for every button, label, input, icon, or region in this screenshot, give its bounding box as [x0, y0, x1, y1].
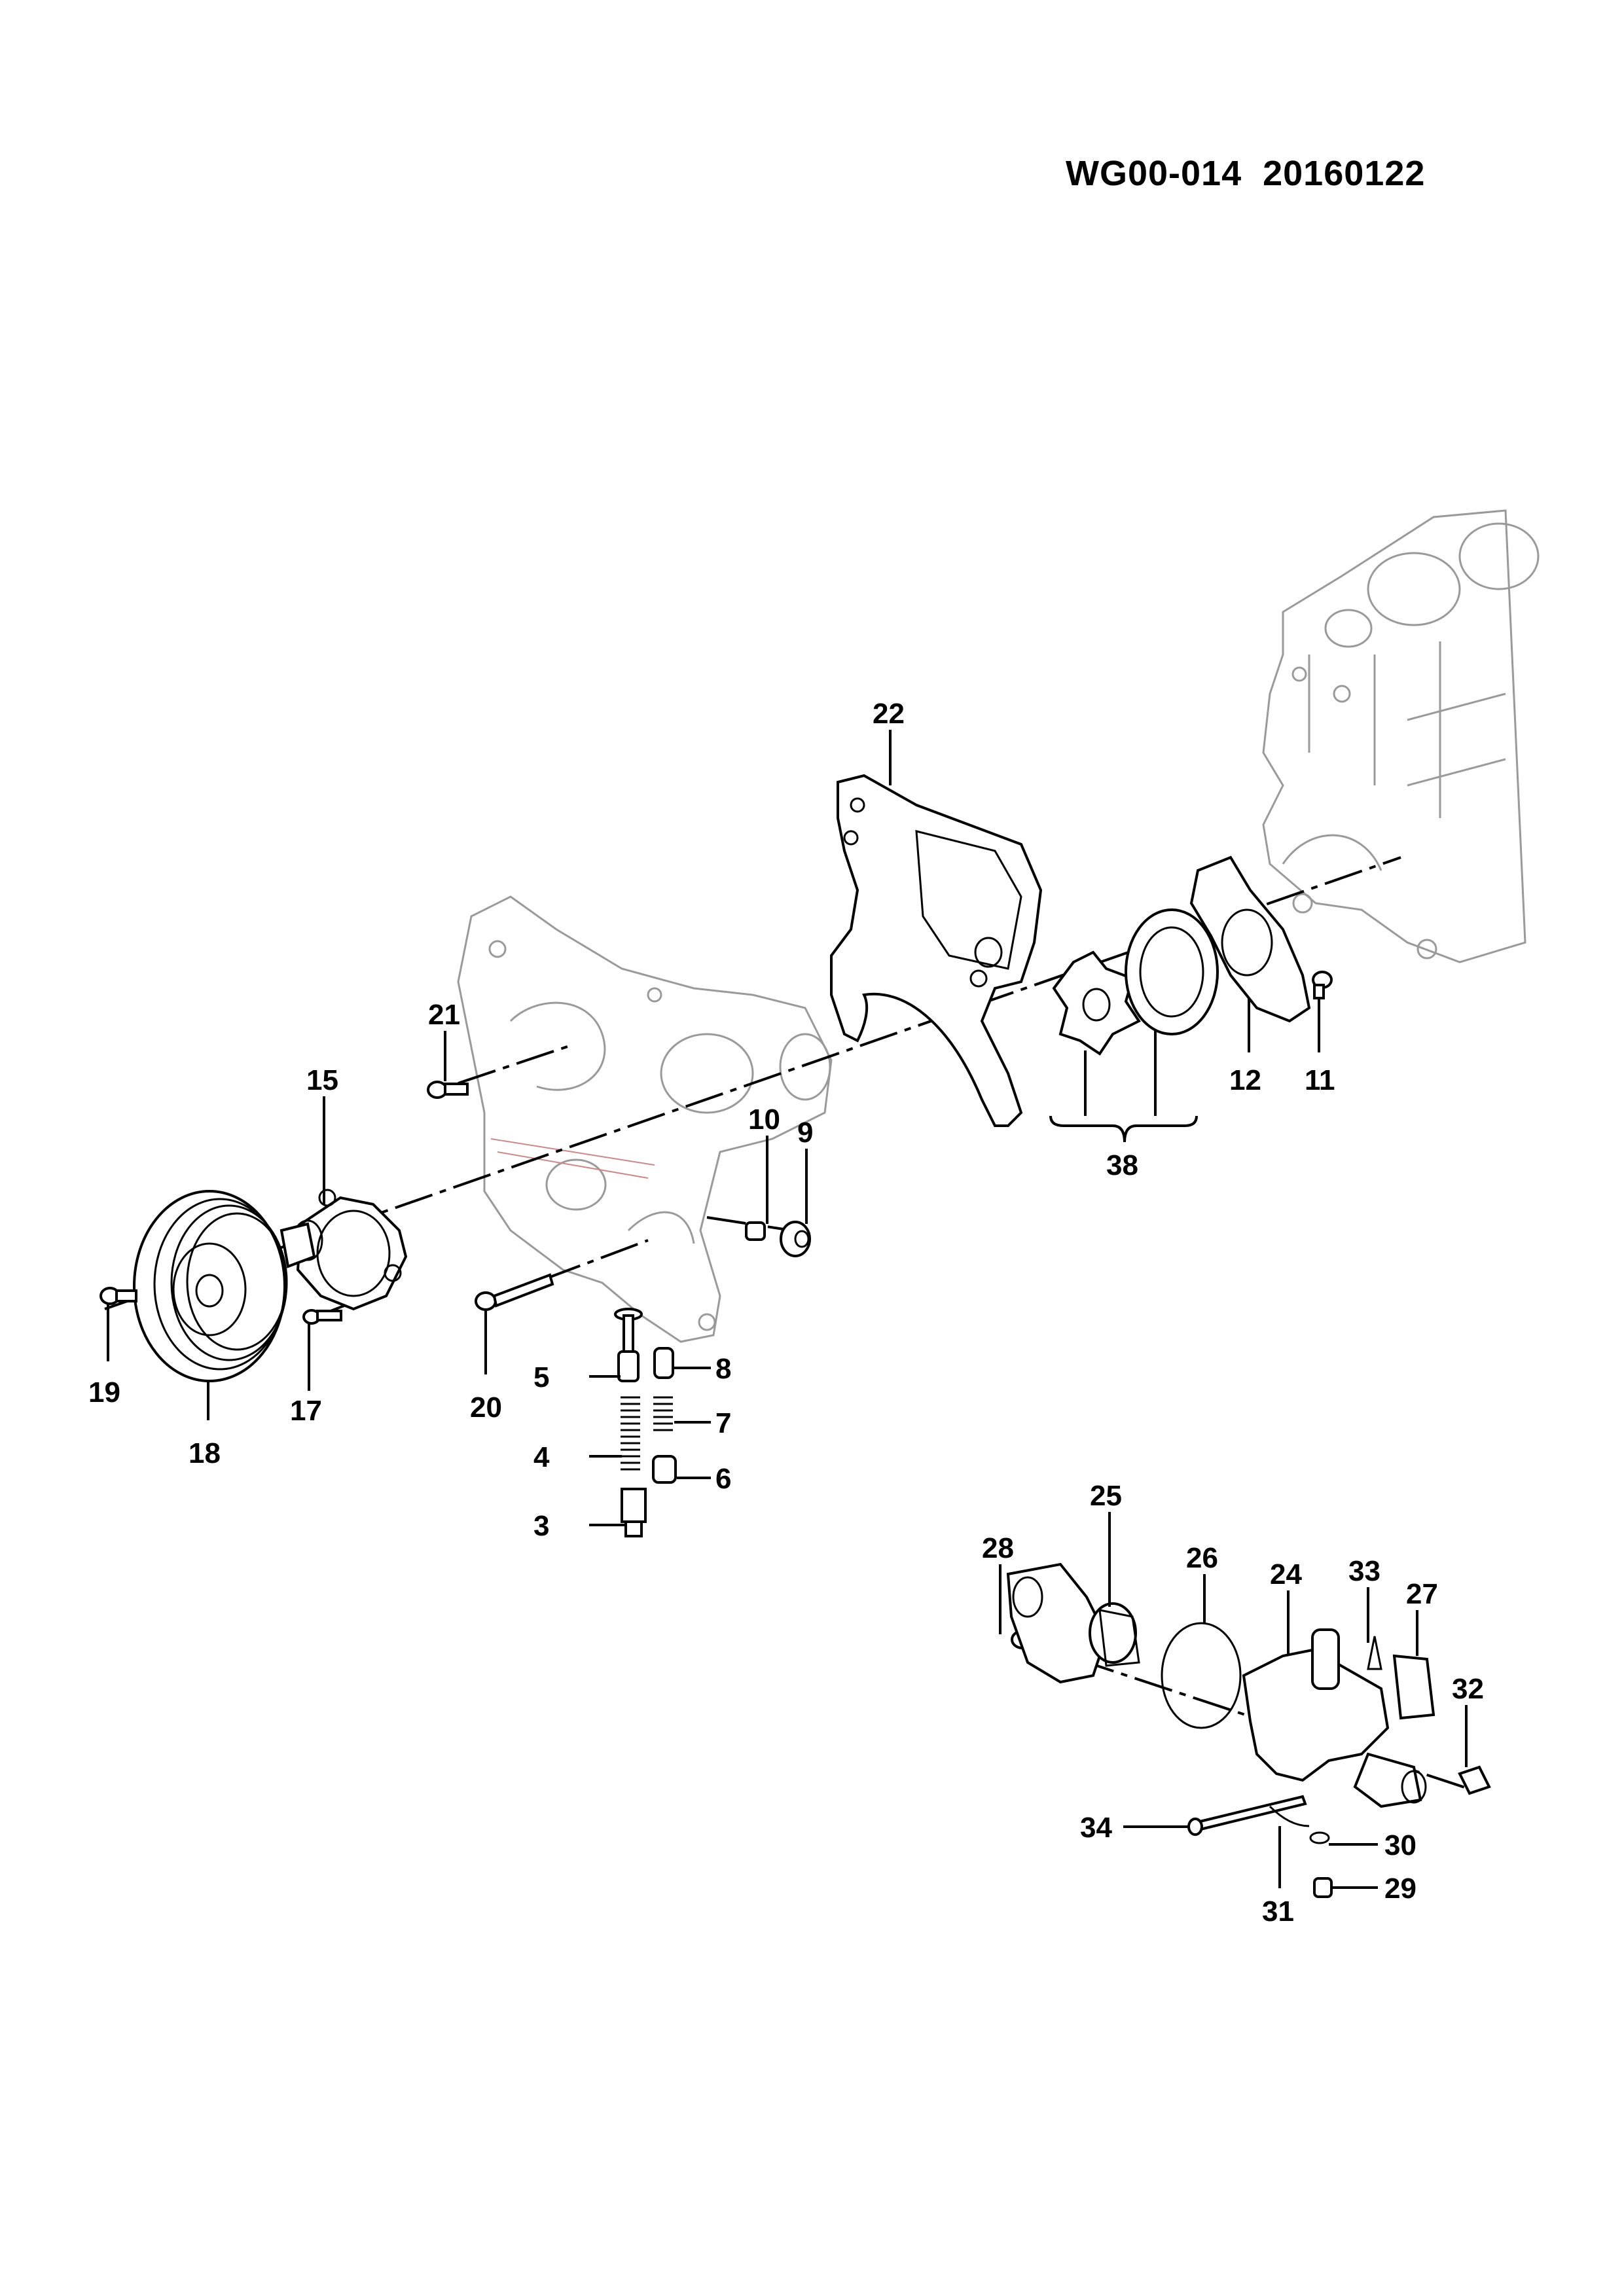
front-cover-ghost: [457, 895, 833, 1343]
leader-lines: [107, 730, 1468, 1889]
callout-22: 22: [873, 698, 905, 730]
callout-31: 31: [1262, 1895, 1294, 1928]
callout-9: 9: [797, 1117, 813, 1149]
callout-11: 11: [1305, 1064, 1335, 1096]
bolt-21-part: [427, 1081, 469, 1099]
callout-18: 18: [189, 1437, 221, 1469]
callout-27: 27: [1406, 1578, 1438, 1610]
bolt-axis-20: [543, 1239, 649, 1281]
water-pump-part: [280, 1189, 408, 1311]
callout-4: 4: [533, 1441, 550, 1473]
callout-32: 32: [1452, 1673, 1484, 1705]
relief-valve-parts: [614, 1308, 677, 1537]
bolt-19-part: [99, 1287, 137, 1305]
callout-33: 33: [1348, 1555, 1380, 1587]
callout-17: 17: [290, 1395, 322, 1427]
callout-29: 29: [1384, 1873, 1416, 1905]
plug-parts: [745, 1221, 811, 1257]
callout-5: 5: [533, 1361, 549, 1393]
screw-11-part: [1312, 971, 1333, 999]
plug-axis-9: [706, 1216, 793, 1232]
pulley-part: [133, 1190, 288, 1382]
callout-20: 20: [470, 1391, 502, 1424]
callout-26: 26: [1186, 1542, 1218, 1574]
callout-25: 25: [1090, 1480, 1122, 1512]
callout-10: 10: [748, 1103, 780, 1136]
callout-15: 15: [306, 1064, 338, 1096]
oil-pump-gears: [1052, 908, 1219, 1056]
callout-34: 34: [1080, 1812, 1112, 1844]
callout-30: 30: [1384, 1829, 1416, 1861]
engine-block-ghost: [1262, 509, 1540, 963]
callout-6: 6: [715, 1463, 731, 1495]
callout-38: 38: [1106, 1149, 1138, 1181]
bolt-20-part: [475, 1273, 554, 1311]
callout-21: 21: [428, 999, 460, 1031]
gasket-part: [830, 774, 1043, 1127]
callout-8: 8: [715, 1353, 731, 1385]
callout-3: 3: [533, 1510, 549, 1542]
document-id: WG00-014 20160122: [1066, 154, 1426, 193]
callout-28: 28: [982, 1532, 1014, 1564]
bolt-17-part: [302, 1309, 342, 1325]
thermostat-assembly: [1006, 1562, 1491, 1898]
oil-pump-cover: [1189, 855, 1311, 1023]
callout-19: 19: [88, 1376, 120, 1408]
bolt-axis-21: [458, 1045, 570, 1085]
callout-24: 24: [1270, 1558, 1302, 1590]
callout-7: 7: [715, 1407, 731, 1439]
callout-12: 12: [1229, 1064, 1261, 1096]
